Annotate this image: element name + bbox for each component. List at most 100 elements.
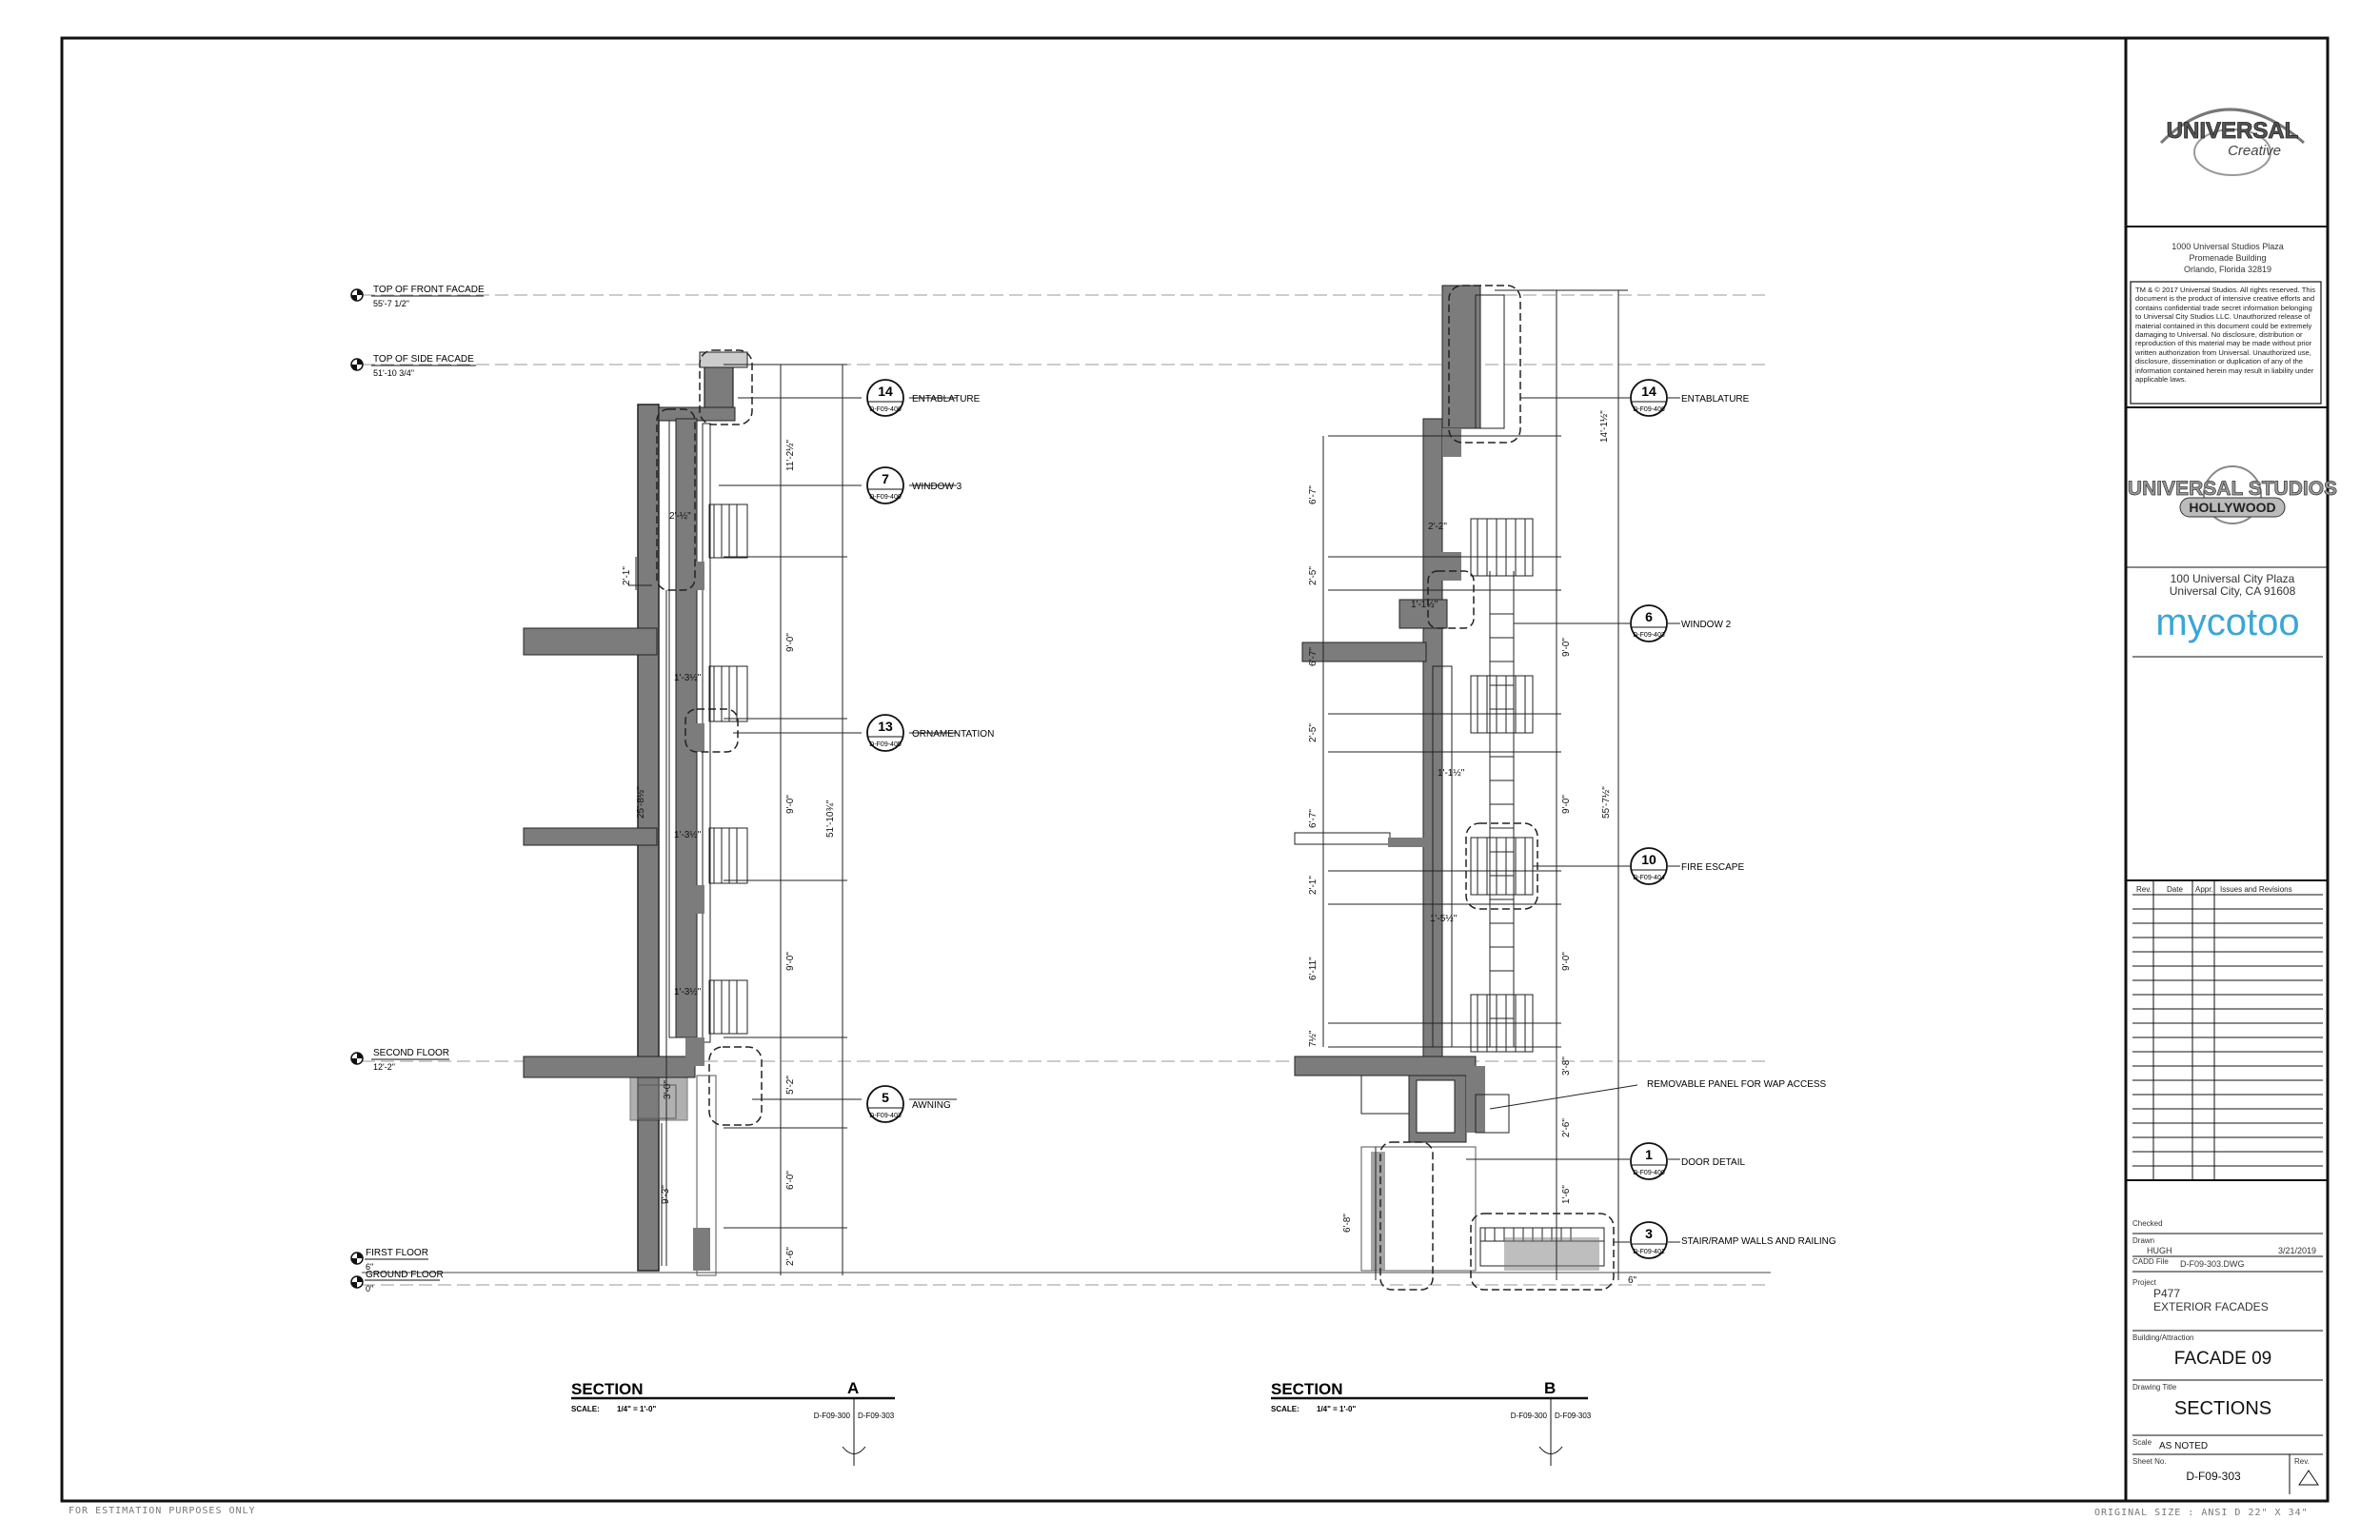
rev-label-tb: Rev. xyxy=(2294,1457,2310,1466)
callout-sheet: D-F09-406 xyxy=(869,406,902,413)
drawn-label: Drawn xyxy=(2132,1236,2154,1245)
dim-a-1: 9'-0" xyxy=(785,633,796,652)
note-removable-panel: REMOVABLE PANEL FOR WAP ACCESS xyxy=(1647,1079,1827,1090)
ush-address-1: 100 Universal City Plaza xyxy=(2171,572,2295,585)
dim-b-20: 1'-5½" xyxy=(1430,914,1458,924)
section-title: SECTION xyxy=(571,1380,644,1398)
dim-a-7: 51'-10¾" xyxy=(825,800,836,838)
ref-left: D-F09-300 xyxy=(1511,1412,1548,1420)
dim-a-0: 11'-2½" xyxy=(785,439,796,471)
callout-num: 7 xyxy=(882,471,889,486)
universal-studios-hollywood-logo: UNIVERSAL STUDIOS HOLLYWOOD xyxy=(2128,465,2337,524)
dim-b-21: 6" xyxy=(1628,1275,1637,1286)
dim-b-10: 9'-0" xyxy=(1561,795,1572,814)
dim-b-8: 7½" xyxy=(1308,1030,1319,1047)
callout-label: DOOR DETAIL xyxy=(1681,1157,1745,1168)
ush-address-2: Universal City, CA 91608 xyxy=(2170,584,2296,598)
level-name-3: FIRST FLOOR xyxy=(366,1248,428,1258)
callout-label: ENTABLATURE xyxy=(912,394,981,405)
section-b-callouts: 14 D-F09-406 ENTABLATURE 6 D-F09-403 WIN… xyxy=(1630,379,1836,1259)
universal-creative-logo: UNIVERSAL Creative xyxy=(2159,108,2305,176)
callout-label: ORNAMENTATION xyxy=(912,729,994,740)
project-label: Project xyxy=(2132,1278,2157,1287)
drawn-date: 3/21/2019 xyxy=(2278,1246,2316,1255)
uc-logo-main: UNIVERSAL xyxy=(2167,118,2299,144)
section-b-drawing: 14'-1½" 6'-7" 2'-5" 6'-7" 2'-5" 6'-7" 2'… xyxy=(1294,285,1680,1291)
callout-sheet: D-F09-400 xyxy=(869,494,902,501)
callout-num: 14 xyxy=(878,384,893,399)
callout-a-13: 13 D-F09-405 ORNAMENTATION xyxy=(866,714,994,752)
level-elev-3: 6" xyxy=(366,1262,373,1272)
sheet-border xyxy=(60,36,2330,1503)
dim-b-12: 3'-8" xyxy=(1561,1056,1572,1076)
rev-header-appr: Appr. xyxy=(2195,885,2213,894)
dim-a-9: 2'-1" xyxy=(622,566,632,585)
project-name: EXTERIOR FACADES xyxy=(2153,1300,2269,1313)
dim-a-15: 1'-3½" xyxy=(674,987,702,997)
dim-b-2: 2'-5" xyxy=(1308,566,1319,585)
callout-num: 1 xyxy=(1645,1147,1653,1162)
dim-b-18: 1'-1½" xyxy=(1411,600,1438,610)
dim-b-16: 55'-7½" xyxy=(1601,786,1612,819)
level-markers: TOP OF FRONT FACADE 55'-7 1/2" TOP OF SI… xyxy=(350,285,485,1293)
level-name-0: TOP OF FRONT FACADE xyxy=(373,285,485,295)
sheet-value: D-F09-303 xyxy=(2186,1470,2241,1483)
ush-logo-main: UNIVERSAL STUDIOS xyxy=(2128,478,2337,500)
dim-b-15: 6'-8" xyxy=(1342,1214,1353,1233)
callout-b-3: 3 D-F09-401 STAIR/RAMP WALLS AND RAILING xyxy=(1630,1221,1836,1259)
dim-b-5: 6'-7" xyxy=(1308,809,1319,828)
scale-value-tb: AS NOTED xyxy=(2159,1441,2208,1451)
rev-header-issues: Issues and Revisions xyxy=(2220,885,2292,894)
checked-label: Checked xyxy=(2132,1219,2163,1228)
dim-a-3: 9'-0" xyxy=(785,952,796,971)
ref-left: D-F09-300 xyxy=(814,1412,851,1420)
dim-a-4: 5'-2" xyxy=(785,1076,796,1095)
level-top-side-facade: TOP OF SIDE FACADE 51'-10 3/4" xyxy=(350,354,476,378)
scale-label-tb: Scale xyxy=(2132,1438,2152,1447)
level-lines xyxy=(362,294,1771,1286)
level-second-floor: SECOND FLOOR 12'-2" xyxy=(350,1048,449,1072)
level-elev-4: 0" xyxy=(366,1284,373,1293)
callout-sheet: D-F09-401 xyxy=(1633,1249,1665,1255)
dim-b-14: 1'-6" xyxy=(1561,1185,1572,1204)
dim-b-0: 14'-1½" xyxy=(1599,410,1610,443)
section-a-drawing: 11'-2½" 9'-0" 9'-0" 9'-0" 5'-2" 6'-0" 2'… xyxy=(523,349,957,1276)
callout-num: 3 xyxy=(1645,1226,1653,1241)
dim-a-12: 2'-½" xyxy=(669,511,691,522)
callout-label: FIRE ESCAPE xyxy=(1681,862,1744,873)
callout-num: 10 xyxy=(1641,852,1656,867)
level-name-4: GROUND FLOOR xyxy=(366,1270,444,1280)
level-top-front-facade: TOP OF FRONT FACADE 55'-7 1/2" xyxy=(350,285,485,308)
scale-value: 1/4" = 1'-0" xyxy=(1317,1405,1356,1413)
callout-b-1: 1 D-F09-400 DOOR DETAIL xyxy=(1630,1142,1745,1180)
callout-sheet: D-F09-403 xyxy=(869,1113,902,1119)
level-ground-floor: GROUND FLOOR 0" xyxy=(350,1270,444,1293)
dim-a-6: 2'-6" xyxy=(785,1247,796,1266)
drawn-value: HUGH xyxy=(2147,1246,2172,1255)
level-name-1: TOP OF SIDE FACADE xyxy=(373,354,474,365)
dim-b-11: 9'-0" xyxy=(1561,952,1572,971)
uc-logo-sub: Creative xyxy=(2228,143,2281,159)
level-elev-1: 51'-10 3/4" xyxy=(373,368,414,378)
level-first-floor: FIRST FLOOR 6" xyxy=(350,1248,428,1272)
dim-b-4: 2'-5" xyxy=(1308,723,1319,742)
project-number: P477 xyxy=(2153,1287,2180,1300)
callout-num: 6 xyxy=(1645,609,1653,624)
scale-label: SCALE: xyxy=(1271,1405,1299,1413)
dim-b-6: 2'-1" xyxy=(1308,876,1319,895)
callout-num: 13 xyxy=(878,719,893,734)
rev-header-date: Date xyxy=(2167,885,2183,894)
dim-b-7: 6'-11" xyxy=(1308,957,1319,980)
callout-sheet: D-F09-406 xyxy=(1633,406,1665,413)
dim-a-11: 3'-0" xyxy=(663,1080,673,1099)
dim-a-8: 25'-8½" xyxy=(636,786,646,819)
dim-b-19: 1'-1½" xyxy=(1438,768,1465,779)
ref-right: D-F09-303 xyxy=(1555,1412,1592,1420)
dim-a-10: 9'-3" xyxy=(661,1185,671,1204)
section-letter: B xyxy=(1544,1379,1556,1397)
callout-num: 14 xyxy=(1641,384,1656,399)
drawing-title-label: Drawing Title xyxy=(2132,1383,2177,1392)
rev-header-rev: Rev. xyxy=(2136,885,2152,894)
dim-a-14: 1'-3½" xyxy=(674,830,702,840)
callout-b-6: 6 D-F09-403 WINDOW 2 xyxy=(1630,604,1732,642)
